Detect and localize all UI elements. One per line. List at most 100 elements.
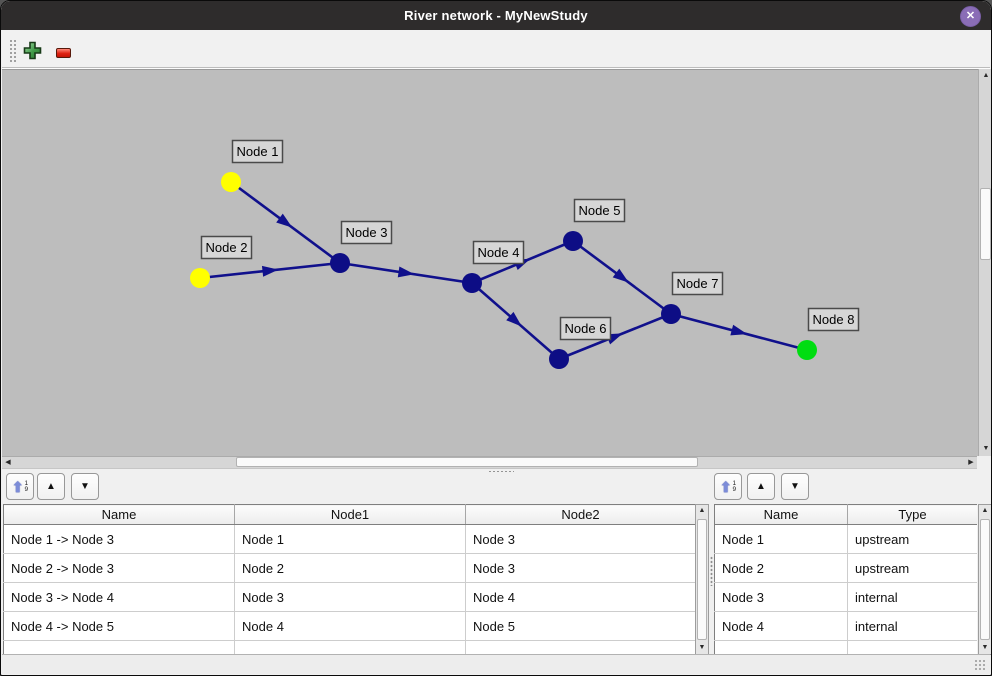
table-cell[interactable]: Node 4: [465, 582, 695, 612]
table-cell[interactable]: Node 3 -> Node 4: [3, 582, 235, 612]
network-node[interactable]: [549, 349, 569, 369]
node-label: Node 3: [346, 225, 388, 240]
down-arrow-icon: ▼: [790, 480, 800, 492]
splitter-handle-icon: [710, 556, 713, 586]
scroll-right-icon[interactable]: ▶: [968, 459, 974, 466]
column-header[interactable]: Type: [847, 504, 977, 525]
node-label: Node 4: [478, 245, 520, 260]
scroll-down-icon[interactable]: ▼: [981, 644, 989, 651]
table-row[interactable]: [3, 640, 695, 656]
scroll-up-icon[interactable]: ▲: [698, 507, 706, 514]
canvas-hscroll-thumb[interactable]: [236, 457, 698, 467]
table-cell[interactable]: Node 2: [234, 553, 466, 583]
remove-node-button[interactable]: [56, 42, 73, 60]
reaches-vscroll-thumb[interactable]: [697, 519, 707, 640]
table-cell[interactable]: [234, 640, 466, 656]
sort-icon: ⬆ 1 9: [11, 478, 29, 495]
up-arrow-icon: ▲: [756, 480, 766, 492]
nodes-vscroll-thumb[interactable]: [980, 519, 990, 640]
table-cell[interactable]: Node 4 -> Node 5: [3, 611, 235, 641]
resize-grip-icon[interactable]: [974, 659, 987, 672]
scroll-up-icon[interactable]: ▲: [982, 72, 990, 79]
node-label: Node 2: [206, 240, 248, 255]
nodes-move-up-button[interactable]: ▲: [747, 473, 775, 500]
table-cell[interactable]: Node 3: [465, 524, 695, 554]
table-cell[interactable]: [847, 640, 977, 656]
sort-icon: ⬆ 1 9: [719, 478, 737, 495]
network-node[interactable]: [330, 253, 350, 273]
nodes-sort-button[interactable]: ⬆ 1 9: [714, 473, 742, 500]
reaches-table-vscrollbar[interactable]: ▲ ▼: [695, 504, 709, 655]
network-node[interactable]: [563, 231, 583, 251]
table-cell[interactable]: [465, 640, 695, 656]
network-node[interactable]: [462, 273, 482, 293]
edge-arrow-icon: [261, 265, 279, 277]
canvas-vscroll-thumb[interactable]: [980, 188, 991, 260]
canvas-hscrollbar[interactable]: ◀ ▶: [2, 456, 977, 469]
table-cell[interactable]: Node 3: [234, 582, 466, 612]
table-cell[interactable]: Node 1 -> Node 3: [3, 524, 235, 554]
table-cell[interactable]: Node 1: [234, 524, 466, 554]
table-cell[interactable]: Node 4: [234, 611, 466, 641]
table-cell[interactable]: Node 1: [714, 524, 848, 554]
table-cell[interactable]: [714, 640, 848, 656]
table-cell[interactable]: Node 3: [714, 582, 848, 612]
column-header[interactable]: Node2: [465, 504, 695, 525]
titlebar[interactable]: River network - MyNewStudy ✕: [1, 1, 991, 30]
nodes-table-vscrollbar[interactable]: ▲ ▼: [978, 504, 991, 655]
node-label: Node 8: [813, 312, 855, 327]
reaches-sort-button[interactable]: ⬆ 1 9: [6, 473, 34, 500]
table-cell[interactable]: upstream: [847, 553, 977, 583]
reaches-move-down-button[interactable]: ▼: [71, 473, 99, 500]
scroll-left-icon[interactable]: ◀: [5, 459, 11, 466]
table-cell[interactable]: Node 2: [714, 553, 848, 583]
node-label-box: [200, 235, 253, 260]
status-bar: [2, 654, 990, 674]
close-button[interactable]: ✕: [960, 6, 981, 27]
scroll-down-icon[interactable]: ▼: [982, 445, 990, 452]
network-node[interactable]: [190, 268, 210, 288]
table-cell[interactable]: Node 4: [714, 611, 848, 641]
table-row[interactable]: [714, 640, 977, 656]
table-cell[interactable]: internal: [847, 582, 977, 612]
network-node[interactable]: [221, 172, 241, 192]
table-cell[interactable]: Node 5: [465, 611, 695, 641]
column-header[interactable]: Node1: [234, 504, 466, 525]
column-header[interactable]: Name: [3, 504, 235, 525]
horizontal-splitter[interactable]: [2, 469, 990, 473]
table-cell[interactable]: Node 2 -> Node 3: [3, 553, 235, 583]
nodes-move-down-button[interactable]: ▼: [781, 473, 809, 500]
table-cell[interactable]: [3, 640, 235, 656]
scroll-up-icon[interactable]: ▲: [981, 507, 989, 514]
column-header[interactable]: Name: [714, 504, 848, 525]
toolbar-grip[interactable]: [9, 39, 16, 63]
edge-arrow-icon: [506, 311, 522, 327]
table-cell[interactable]: upstream: [847, 524, 977, 554]
edge-arrow-icon: [397, 266, 415, 278]
table-cell[interactable]: Node 3: [465, 553, 695, 583]
canvas-vscrollbar[interactable]: ▲ ▼: [978, 69, 991, 456]
node-label-box: [671, 271, 724, 296]
network-node[interactable]: [797, 340, 817, 360]
scroll-down-icon[interactable]: ▼: [698, 644, 706, 651]
vertical-splitter[interactable]: [709, 504, 714, 655]
reaches-move-up-button[interactable]: ▲: [37, 473, 65, 500]
add-node-button[interactable]: [22, 41, 42, 61]
network-node[interactable]: [661, 304, 681, 324]
table-cell[interactable]: internal: [847, 611, 977, 641]
